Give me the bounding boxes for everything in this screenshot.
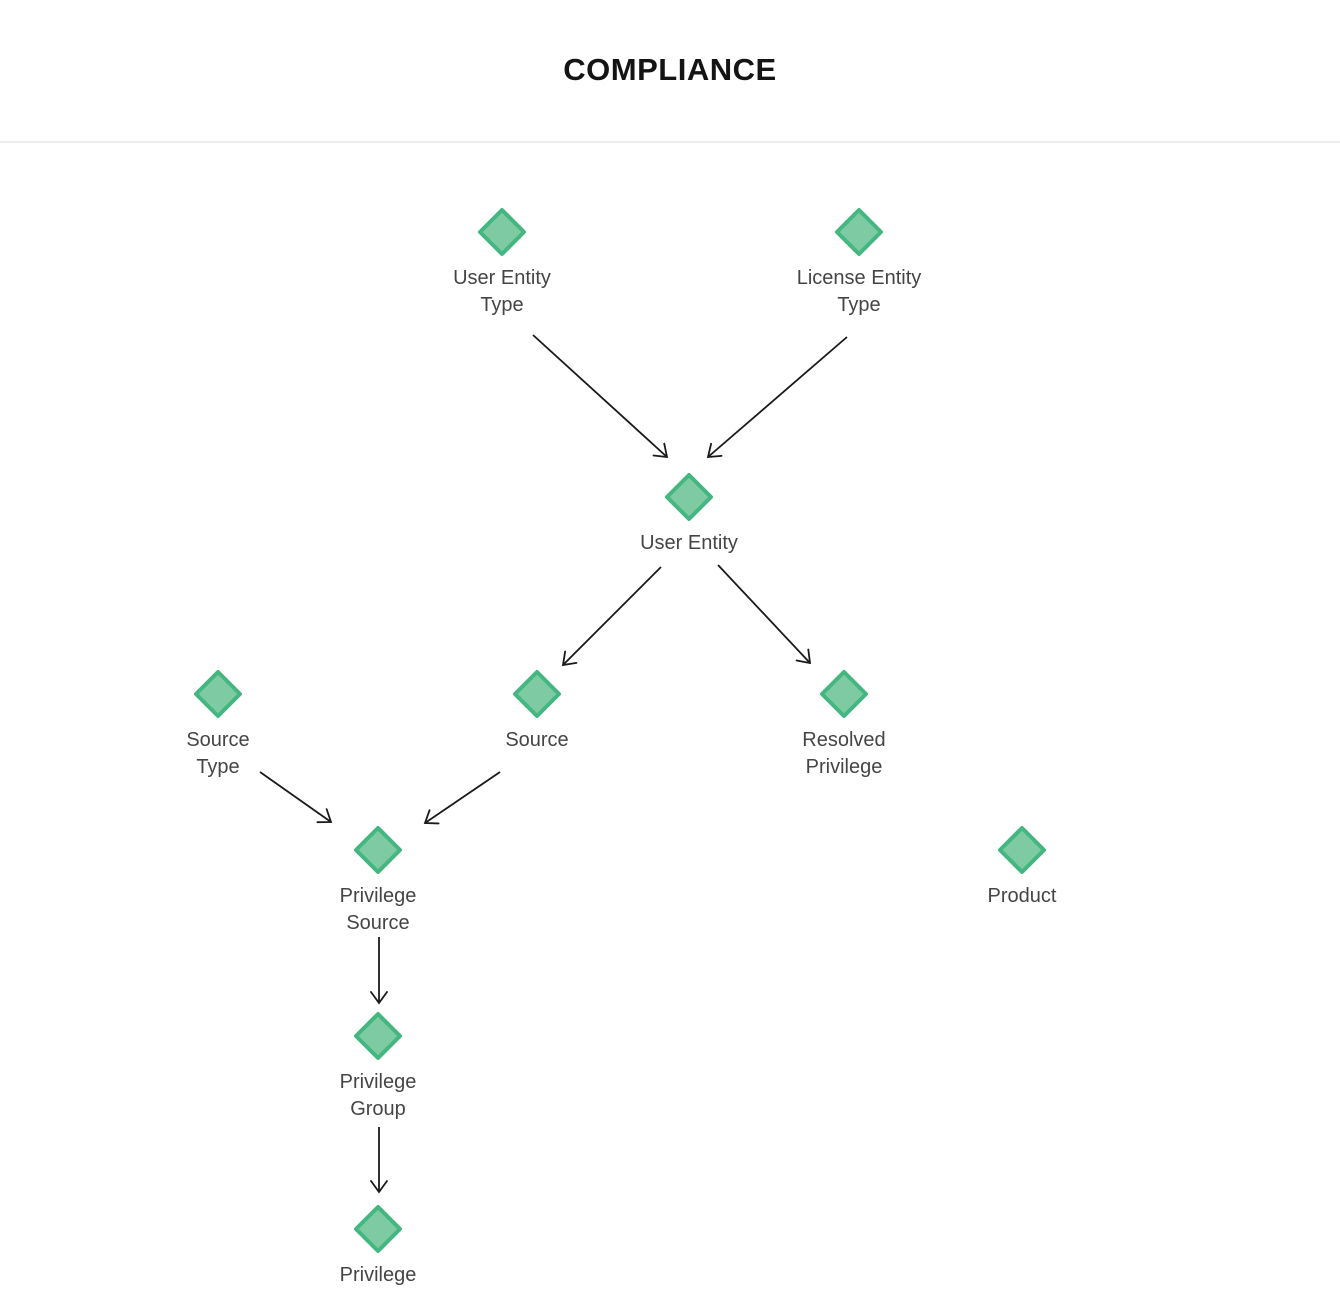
user-entity-diamond-shape[interactable] — [665, 473, 713, 521]
privilege-label: Privilege — [340, 1264, 417, 1286]
node-product: Product — [988, 826, 1057, 907]
page-title: COMPLIANCE — [563, 52, 777, 87]
user-entity-type-diamond-shape[interactable] — [478, 208, 526, 256]
product-label: Product — [988, 885, 1057, 907]
diagram-edges — [259, 334, 848, 1194]
privilege-source-diamond-shape[interactable] — [354, 826, 402, 874]
header-divider — [0, 141, 1340, 143]
edge-source-type-to-privilege-source — [259, 771, 333, 824]
user-entity-label: User Entity — [640, 532, 738, 554]
privilege-diamond-shape[interactable] — [354, 1205, 402, 1253]
edge-user-entity-type-to-user-entity — [532, 334, 669, 459]
node-source: Source — [505, 670, 569, 751]
edge-source-to-privilege-source — [423, 771, 501, 825]
privilege-group-diamond-shape[interactable] — [354, 1012, 402, 1060]
source-label: Source — [505, 729, 568, 751]
resolved-privilege-diamond-shape[interactable] — [820, 670, 868, 718]
product-diamond-shape[interactable] — [998, 826, 1046, 874]
source-diamond-shape[interactable] — [513, 670, 561, 718]
edge-user-entity-to-source — [561, 566, 662, 667]
node-user-entity: User Entity — [640, 473, 738, 554]
source-type-diamond-shape[interactable] — [194, 670, 242, 718]
node-privilege: Privilege — [340, 1205, 417, 1286]
license-entity-type-diamond-shape[interactable] — [835, 208, 883, 256]
edge-user-entity-to-resolved-privilege — [717, 564, 812, 665]
edge-license-entity-type-to-user-entity — [706, 336, 848, 458]
